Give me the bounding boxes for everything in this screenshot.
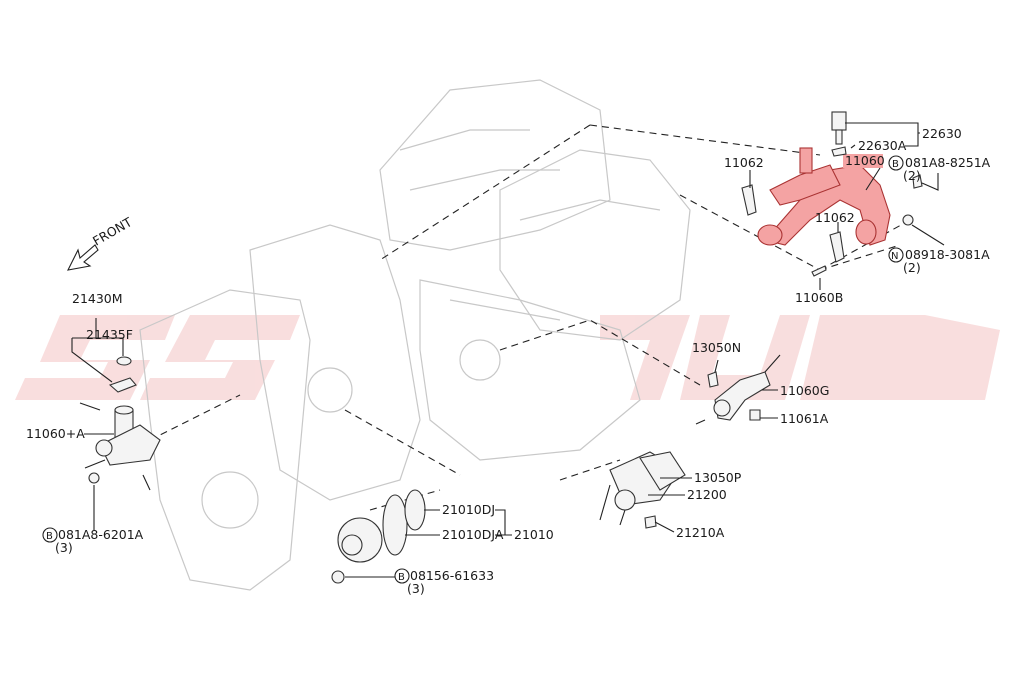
nut-08918-3081A	[902, 214, 914, 226]
label-21010DJA[interactable]: 21010DJA	[442, 527, 504, 542]
qty-081A8-8251A: (2)	[903, 168, 921, 183]
water-pump-21010	[331, 489, 426, 584]
label-21010[interactable]: 21010	[514, 527, 554, 542]
label-21010DJ[interactable]: 21010DJ	[442, 502, 495, 517]
label-13050P[interactable]: 13050P	[694, 470, 742, 485]
temp-sensor-22630	[831, 111, 847, 157]
thermostat-21200	[609, 451, 686, 529]
watermark-logo	[15, 315, 1000, 400]
label-081A8-8251A[interactable]: 081A8-8251A	[905, 155, 991, 170]
label-21430M[interactable]: 21430M	[72, 291, 123, 306]
qty-08918-3081A: (2)	[903, 260, 921, 275]
qty-08156-61633: (3)	[407, 581, 425, 596]
label-22630A[interactable]: 22630A	[858, 138, 907, 153]
marker-b: B	[46, 531, 53, 542]
gasket-11062-top	[741, 184, 757, 216]
label-08918-3081A[interactable]: 08918-3081A	[905, 247, 990, 262]
label-21435F[interactable]: 21435F	[86, 327, 133, 342]
label-11062-mid[interactable]: 11062	[815, 210, 855, 225]
stud-11060B	[811, 265, 827, 277]
label-081A8-6201A[interactable]: 081A8-6201A	[58, 527, 144, 542]
marker-b: B	[398, 572, 405, 583]
label-13050N[interactable]: 13050N	[692, 340, 741, 355]
water-inlet-11060A	[88, 356, 161, 484]
part-highlight-box	[843, 154, 883, 168]
label-21200[interactable]: 21200	[687, 487, 727, 502]
label-11060B[interactable]: 11060B	[795, 290, 843, 305]
thermostat-housing-11060G	[707, 371, 771, 421]
circle-n-marker	[888, 247, 904, 263]
label-21210A[interactable]: 21210A	[676, 525, 725, 540]
circle-b-marker	[394, 568, 410, 584]
label-11061A[interactable]: 11061A	[780, 411, 829, 426]
circle-b-marker	[42, 527, 58, 543]
marker-n: N	[891, 251, 898, 262]
assembly-dashed-lines	[149, 124, 911, 511]
qty-081A8-6201A: (3)	[55, 540, 73, 555]
front-label: FRONT	[90, 214, 135, 249]
part-labels: 22630 22630A 11060 11062 11062 11060B B …	[26, 126, 991, 596]
marker-b: B	[892, 159, 899, 170]
label-11060A[interactable]: 11060+A	[26, 426, 85, 441]
bolt-081A8-8251A	[912, 174, 923, 189]
label-11060[interactable]: 11060	[845, 153, 885, 168]
front-arrow-icon	[67, 244, 99, 271]
circle-b-marker	[888, 155, 904, 171]
engine-block-outline	[139, 79, 691, 591]
label-22630[interactable]: 22630	[922, 126, 962, 141]
label-08156-61633[interactable]: 08156-61633	[410, 568, 494, 583]
gasket-11062-mid	[829, 231, 845, 263]
water-outlet-11060-highlighted	[757, 147, 891, 246]
label-11062-top[interactable]: 11062	[724, 155, 764, 170]
label-11060G[interactable]: 11060G	[780, 383, 829, 398]
